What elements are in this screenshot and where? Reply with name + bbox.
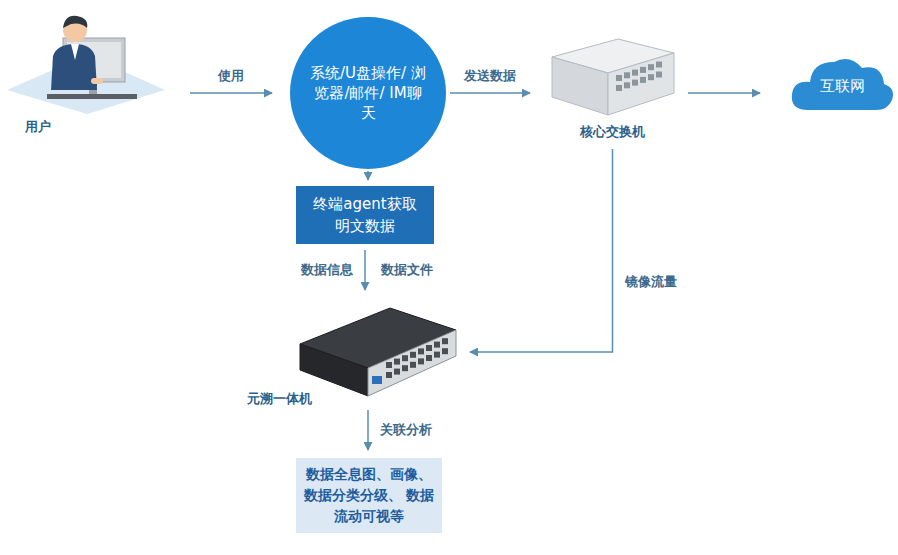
node-text: 互联网 bbox=[820, 77, 865, 96]
node-label: 核心交换机 bbox=[540, 123, 685, 141]
node-illustration bbox=[298, 304, 458, 403]
connector-arrow bbox=[367, 171, 369, 180]
node-label: 元溯一体机 bbox=[247, 390, 312, 408]
connector-arrow bbox=[688, 92, 760, 94]
edge-label: 关联分析 bbox=[378, 421, 434, 439]
node-illustration bbox=[548, 35, 678, 123]
edge-label: 数据信息 bbox=[299, 261, 355, 279]
process-box: 终端agent获取 明文数据 bbox=[296, 186, 434, 244]
connector-arrow bbox=[190, 92, 272, 94]
connector-arrow bbox=[367, 410, 369, 450]
edge-label: 发送数据 bbox=[462, 67, 518, 85]
edge-label: 镜像流量 bbox=[623, 273, 679, 291]
node-label: 用户 bbox=[25, 118, 51, 136]
appliance-device: 元溯一体机 bbox=[245, 300, 460, 412]
connector-arrow bbox=[364, 250, 366, 290]
node-illustration bbox=[5, 10, 170, 119]
switch-device: 核心交换机 bbox=[540, 35, 685, 145]
connector-arrow bbox=[470, 149, 613, 352]
action-circle: 系统/U盘操作/ 浏览器/邮件/ IM聊天 bbox=[290, 17, 446, 169]
edge-label: 数据文件 bbox=[379, 261, 435, 279]
node-text: 终端agent获取 明文数据 bbox=[306, 193, 424, 237]
node-text: 数据全息图、画像、 数据分类分级、 数据流动可视等 bbox=[303, 464, 435, 527]
connector-arrow bbox=[450, 92, 530, 94]
edge-label: 使用 bbox=[216, 67, 246, 85]
internet-cloud: 互联网 bbox=[788, 52, 896, 114]
user-figure: 用户 bbox=[5, 10, 170, 138]
node-text: 系统/U盘操作/ 浏览器/邮件/ IM聊天 bbox=[309, 63, 427, 123]
result-box: 数据全息图、画像、 数据分类分级、 数据流动可视等 bbox=[296, 458, 442, 533]
